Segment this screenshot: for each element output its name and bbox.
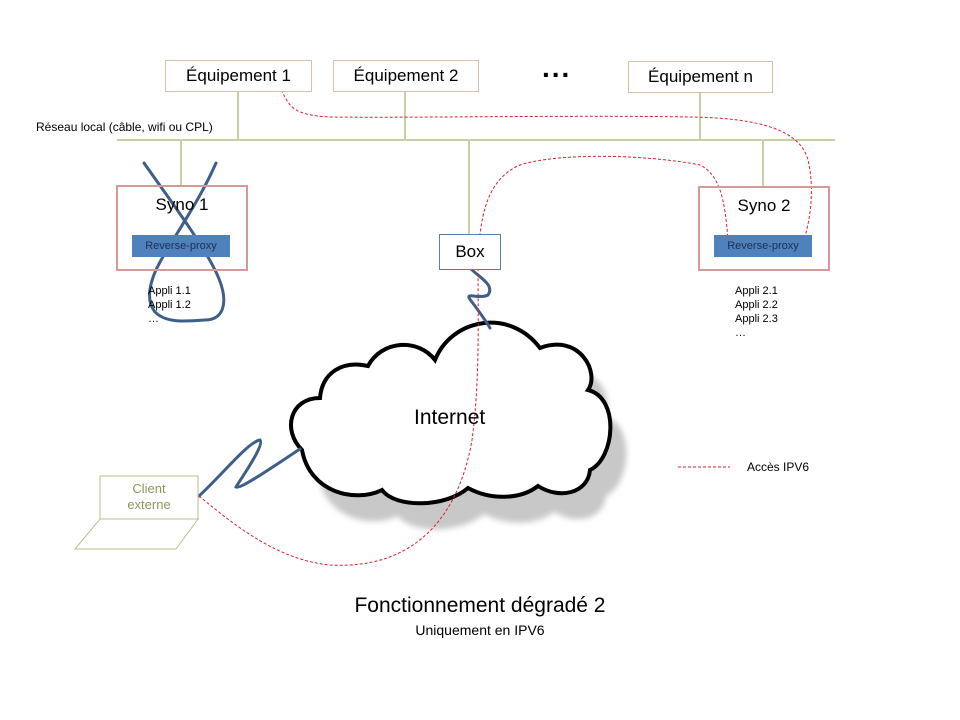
box-router: Box [439,234,501,270]
equipement-1: Équipement 1 [165,60,312,92]
syno-2-apps: Appli 2.1 Appli 2.2 Appli 2.3 … [735,284,778,340]
diagram-title: Fonctionnement dégradé 2 [354,594,606,617]
app-item: Appli 1.1 [148,285,191,297]
internet-label: Internet [414,406,486,429]
diagram-subtitle: Uniquement en IPV6 [415,622,545,638]
equipement-n: Équipement n [628,61,773,93]
app-item: Appli 2.2 [735,299,778,311]
syno-2-reverse-proxy: Reverse-proxy [714,235,812,257]
laptop-screen [99,475,199,520]
app-item: … [148,313,159,325]
equipment-ellipsis: ... [542,52,572,83]
ipv6-path-equip1-syno2 [280,89,812,241]
app-item: Appli 1.2 [148,299,191,311]
syno-1-apps: Appli 1.1 Appli 1.2 … [148,284,191,326]
internet-cloud [289,320,613,506]
app-item: Appli 2.3 [735,313,778,325]
ipv6-path-client-syno2 [198,155,729,566]
legend-ipv6-label: Accès IPV6 [747,460,810,474]
syno-1: Syno 1 Reverse-proxy [116,185,248,271]
box-internet-link [467,266,492,330]
client-externe-label: Client externe [100,481,198,513]
client-line-1: Client [132,481,166,496]
syno-2: Syno 2 Reverse-proxy [698,186,830,271]
laptop-base [73,518,199,550]
lan-label: Réseau local (câble, wifi ou CPL) [36,120,213,134]
client-internet-link [197,438,302,498]
client-line-2: externe [127,497,171,512]
app-item: … [735,327,746,339]
syno-2-title: Syno 2 [737,196,791,215]
syno-1-reverse-proxy: Reverse-proxy [132,235,230,257]
equipement-2: Équipement 2 [333,60,479,92]
app-item: Appli 2.1 [735,285,778,297]
syno-1-title: Syno 1 [155,195,209,214]
